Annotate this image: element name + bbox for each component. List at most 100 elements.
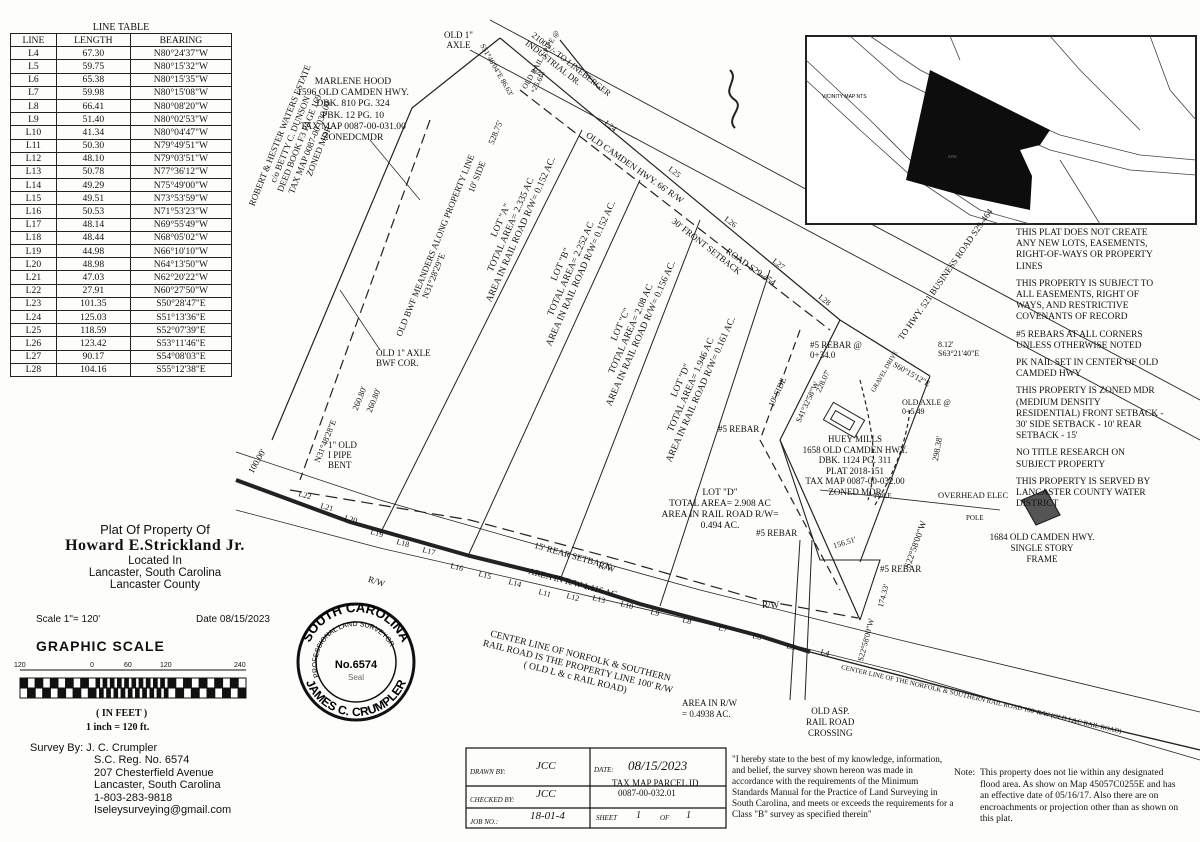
scale-cell bbox=[149, 687, 155, 699]
leader-line bbox=[369, 139, 421, 201]
line-length-cell: 59.98 bbox=[55, 85, 131, 100]
scale-text: Scale 1"= 120' bbox=[36, 614, 101, 625]
line-length-cell: 65.38 bbox=[55, 72, 131, 87]
scale-cell bbox=[57, 677, 67, 689]
scale-tick: 120 bbox=[14, 662, 26, 669]
scale-cell bbox=[138, 687, 144, 699]
scale-cell bbox=[95, 677, 101, 689]
neighbor-deed: DBK. 810 PG. 324 bbox=[316, 98, 390, 110]
line-id-cell: L5 bbox=[10, 59, 57, 74]
railroad-centerline bbox=[235, 478, 811, 654]
survey-city: Lancaster, South Carolina bbox=[94, 779, 221, 792]
scale-cell bbox=[72, 677, 82, 689]
seal-name: JAMES C. CRUMPLER bbox=[303, 677, 409, 719]
flood-note-label: Note: bbox=[954, 768, 976, 778]
checked-by-value: JCC bbox=[536, 788, 556, 800]
scale-cell bbox=[124, 677, 129, 689]
line-length-cell: 59.75 bbox=[55, 59, 131, 74]
scale-cell bbox=[206, 677, 216, 689]
line-label-l22: L22 bbox=[297, 489, 312, 501]
line-label-l10: L10 bbox=[619, 599, 634, 611]
scale-cell bbox=[229, 687, 239, 699]
line-label-l5: L5 bbox=[785, 641, 796, 652]
neighbor-plat: PBK. 12 PG. 10 bbox=[321, 109, 385, 121]
scale-cell bbox=[113, 677, 119, 689]
road-frontage-line bbox=[499, 37, 841, 321]
east-frontage bbox=[839, 319, 931, 377]
neighbor-name: HUEY MILLS bbox=[828, 434, 882, 444]
road-edge bbox=[469, 49, 1200, 441]
scale-cell bbox=[183, 687, 192, 699]
rw-line bbox=[235, 509, 1200, 761]
tax-map-value: 0087-00-032.01 bbox=[618, 788, 676, 798]
surveyor-block: Survey By: J. C. Crumpler S.C. Reg. No. … bbox=[30, 742, 231, 816]
scale-cell bbox=[102, 687, 108, 699]
scale-cell bbox=[149, 677, 155, 689]
rail-crossing bbox=[804, 539, 813, 701]
label-line: S63°21'40"E bbox=[938, 349, 980, 358]
drawn-by-value: JCC bbox=[536, 760, 556, 772]
rebar-034: #5 REBAR @ 0+34.0 bbox=[810, 340, 862, 360]
drawn-by-label: DRAWN BY: bbox=[470, 768, 506, 776]
scale-cell bbox=[206, 687, 216, 699]
scale-cell bbox=[34, 687, 44, 699]
scale-cell bbox=[145, 687, 151, 699]
scale-cell bbox=[34, 677, 44, 689]
scale-cell bbox=[49, 677, 59, 689]
scale-cell bbox=[42, 687, 51, 699]
scale-cell bbox=[57, 687, 67, 699]
house-address: 1684 OLD CAMDEN HWY. bbox=[989, 532, 1095, 542]
scale-cell bbox=[19, 677, 29, 689]
title-line-4: Lancaster, South Carolina bbox=[88, 567, 222, 579]
scale-cell bbox=[167, 677, 177, 689]
line-bearing-cell: N80°02'53"W bbox=[129, 112, 233, 127]
scale-cell bbox=[190, 677, 200, 689]
label-line: OLD 1" bbox=[444, 30, 473, 40]
scale-cell bbox=[190, 687, 200, 699]
line-label-l17: L17 bbox=[421, 545, 436, 557]
rebar-right: #5 REBAR bbox=[880, 564, 922, 574]
note-item: PK Nail set in center of Old Camded Hwy bbox=[1016, 358, 1159, 380]
scale-cell bbox=[138, 677, 144, 689]
scale-cell bbox=[156, 677, 162, 689]
front-setback-line bbox=[519, 89, 831, 331]
neighbor-zoning: ZONED MDR bbox=[828, 486, 882, 497]
scale-cell bbox=[237, 687, 247, 699]
title-line-5: Lancaster County bbox=[109, 579, 201, 591]
job-label: JOB NO.: bbox=[470, 818, 498, 826]
lot-line-a-b bbox=[379, 129, 583, 535]
scale-cell bbox=[80, 677, 89, 689]
side-setback-line bbox=[299, 119, 431, 481]
graphic-scale-bar bbox=[19, 669, 247, 699]
scale-cell bbox=[127, 677, 133, 689]
label-line: 8.12' bbox=[938, 340, 954, 349]
rail-crossing bbox=[789, 539, 801, 701]
title-block: Plat Of Property Of Howard E.Strickland … bbox=[30, 522, 280, 591]
scale-cell bbox=[156, 687, 162, 699]
scale-cell bbox=[72, 687, 82, 699]
pole-label-1: POLE bbox=[874, 492, 892, 500]
line-label-l27: L27 bbox=[771, 256, 787, 271]
scale-cell bbox=[109, 677, 115, 689]
label-line: AREA IN R/W bbox=[682, 698, 737, 708]
gravel-drive bbox=[859, 379, 875, 501]
huey-mills-house bbox=[822, 401, 866, 439]
scale-cell bbox=[222, 677, 231, 689]
scale-cell bbox=[214, 677, 224, 689]
line-bearing-cell: N80°15'08"W bbox=[129, 85, 233, 100]
scale-cell bbox=[198, 677, 208, 689]
scale-cell bbox=[135, 687, 140, 699]
label-line: RAIL ROAD bbox=[806, 717, 855, 727]
old-axle-right: OLD AXLE @ 0+5.49 bbox=[902, 398, 951, 416]
lot-name: LOT "D" bbox=[702, 488, 738, 498]
